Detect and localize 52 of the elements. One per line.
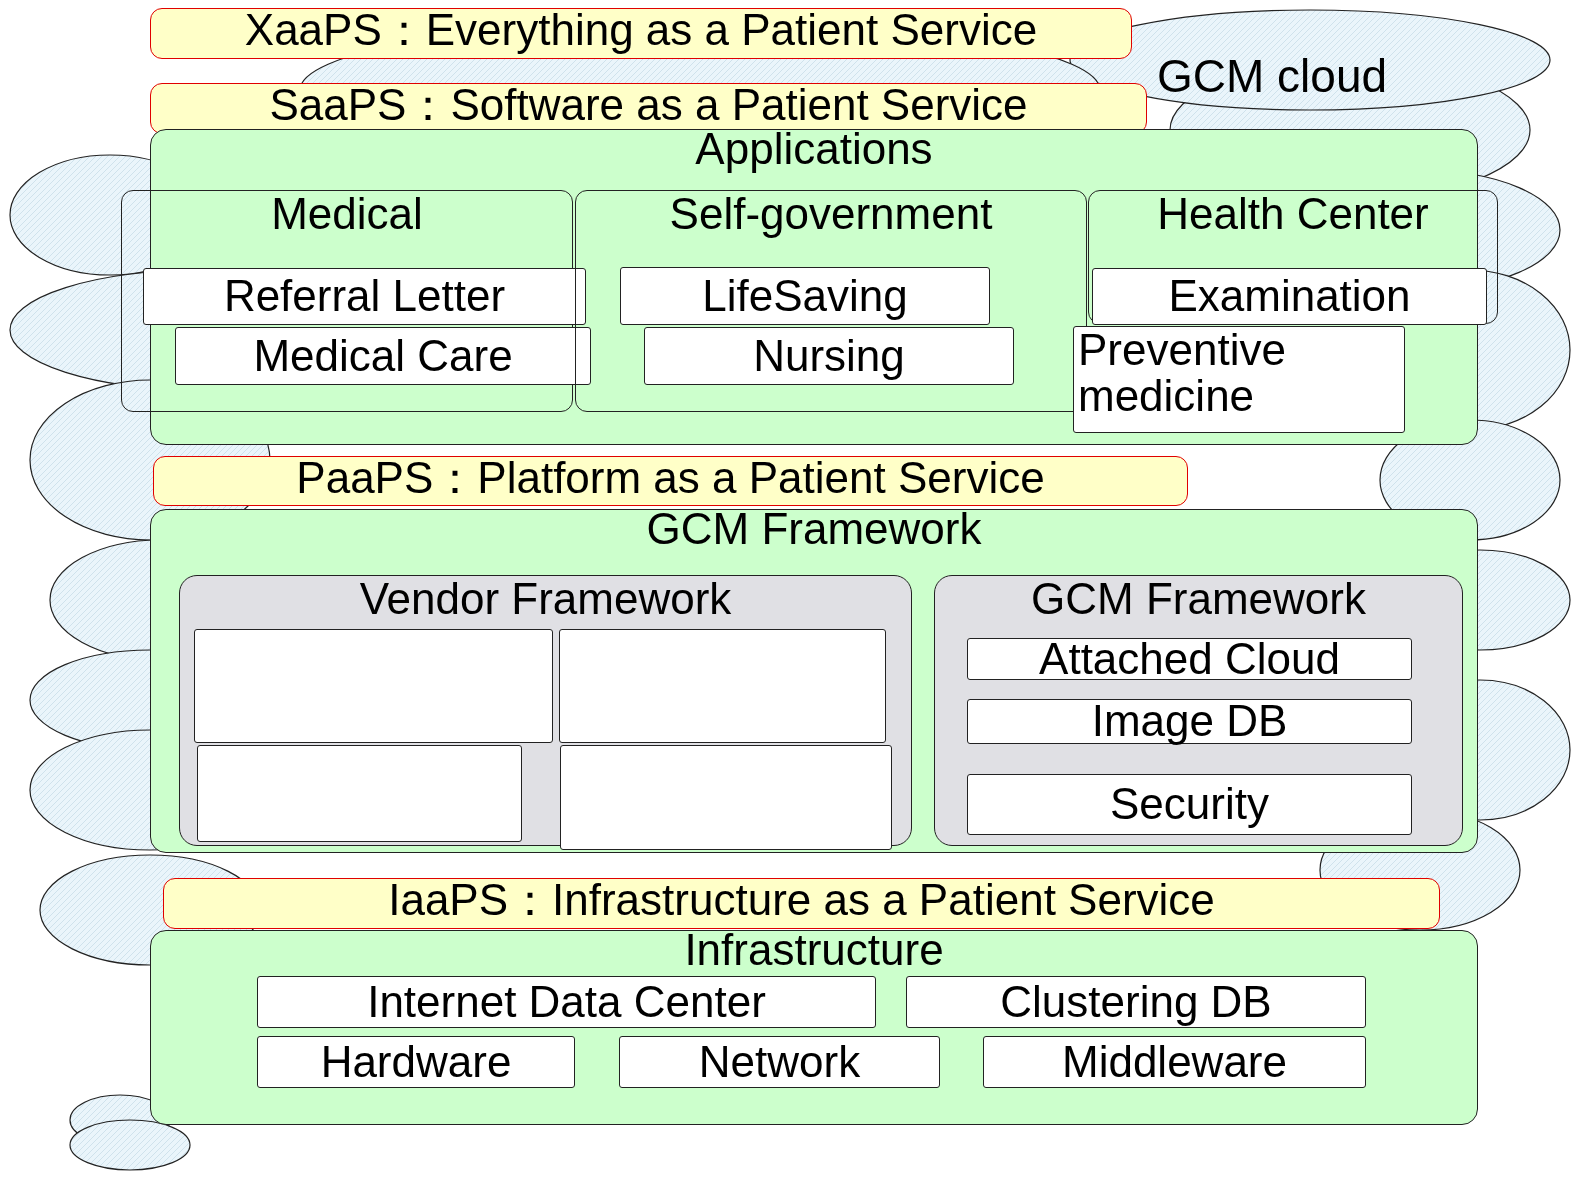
layer-panel xyxy=(150,930,1478,1125)
panel-heading: Applications xyxy=(695,126,933,173)
service-box xyxy=(559,629,886,743)
banner-title: SaaPS：Software as a Patient Service xyxy=(269,82,1028,129)
service-banner xyxy=(150,8,1132,59)
service-label: Medical Care xyxy=(253,332,513,380)
category-box xyxy=(1088,190,1498,324)
panel-heading: GCM Framework xyxy=(646,506,982,553)
service-box xyxy=(967,638,1412,680)
service-box xyxy=(197,745,522,842)
framework-box xyxy=(934,575,1463,846)
service-box xyxy=(1092,268,1487,325)
service-label: Security xyxy=(1110,781,1269,828)
service-label: Middleware xyxy=(1062,1038,1287,1086)
service-box xyxy=(967,699,1412,744)
service-box xyxy=(194,629,553,743)
banner-title: XaaPS：Everything as a Patient Service xyxy=(244,7,1038,54)
cloud-label: GCM cloud xyxy=(1157,52,1388,101)
service-label: LifeSaving xyxy=(702,272,908,320)
banner-title: IaaPS：Infrastructure as a Patient Service xyxy=(388,877,1215,924)
service-box xyxy=(983,1036,1366,1088)
service-label: Preventive medicine xyxy=(1077,327,1287,420)
service-box xyxy=(644,327,1014,385)
service-label: Nursing xyxy=(753,332,905,380)
service-label: Network xyxy=(698,1038,861,1086)
service-banner xyxy=(163,878,1440,929)
service-box xyxy=(257,1036,575,1088)
service-label: Image DB xyxy=(1091,698,1288,745)
framework-heading: GCM Framework xyxy=(1031,576,1366,623)
service-label: Hardware xyxy=(320,1038,512,1086)
category-heading: Medical xyxy=(271,191,423,238)
banner-title: PaaPS：Platform as a Patient Service xyxy=(296,455,1045,502)
category-heading: Health Center xyxy=(1157,191,1429,238)
service-box xyxy=(560,745,892,850)
service-box xyxy=(620,267,990,325)
service-box xyxy=(257,976,876,1028)
service-box xyxy=(619,1036,940,1088)
service-box xyxy=(175,327,591,385)
service-label: Internet Data Center xyxy=(367,978,766,1026)
service-box xyxy=(906,976,1366,1028)
service-box xyxy=(143,268,586,325)
service-label: Attached Cloud xyxy=(1039,635,1340,683)
service-box xyxy=(1073,326,1405,433)
category-heading: Self-government xyxy=(669,191,993,238)
service-box xyxy=(967,774,1412,835)
layer-panel xyxy=(150,509,1478,853)
panel-heading: Infrastructure xyxy=(684,927,944,974)
service-banner xyxy=(153,456,1188,506)
service-label: Examination xyxy=(1168,273,1411,320)
service-label: Clustering DB xyxy=(1000,978,1272,1026)
framework-heading: Vendor Framework xyxy=(359,576,732,623)
service-label: Referral Letter xyxy=(223,273,506,320)
